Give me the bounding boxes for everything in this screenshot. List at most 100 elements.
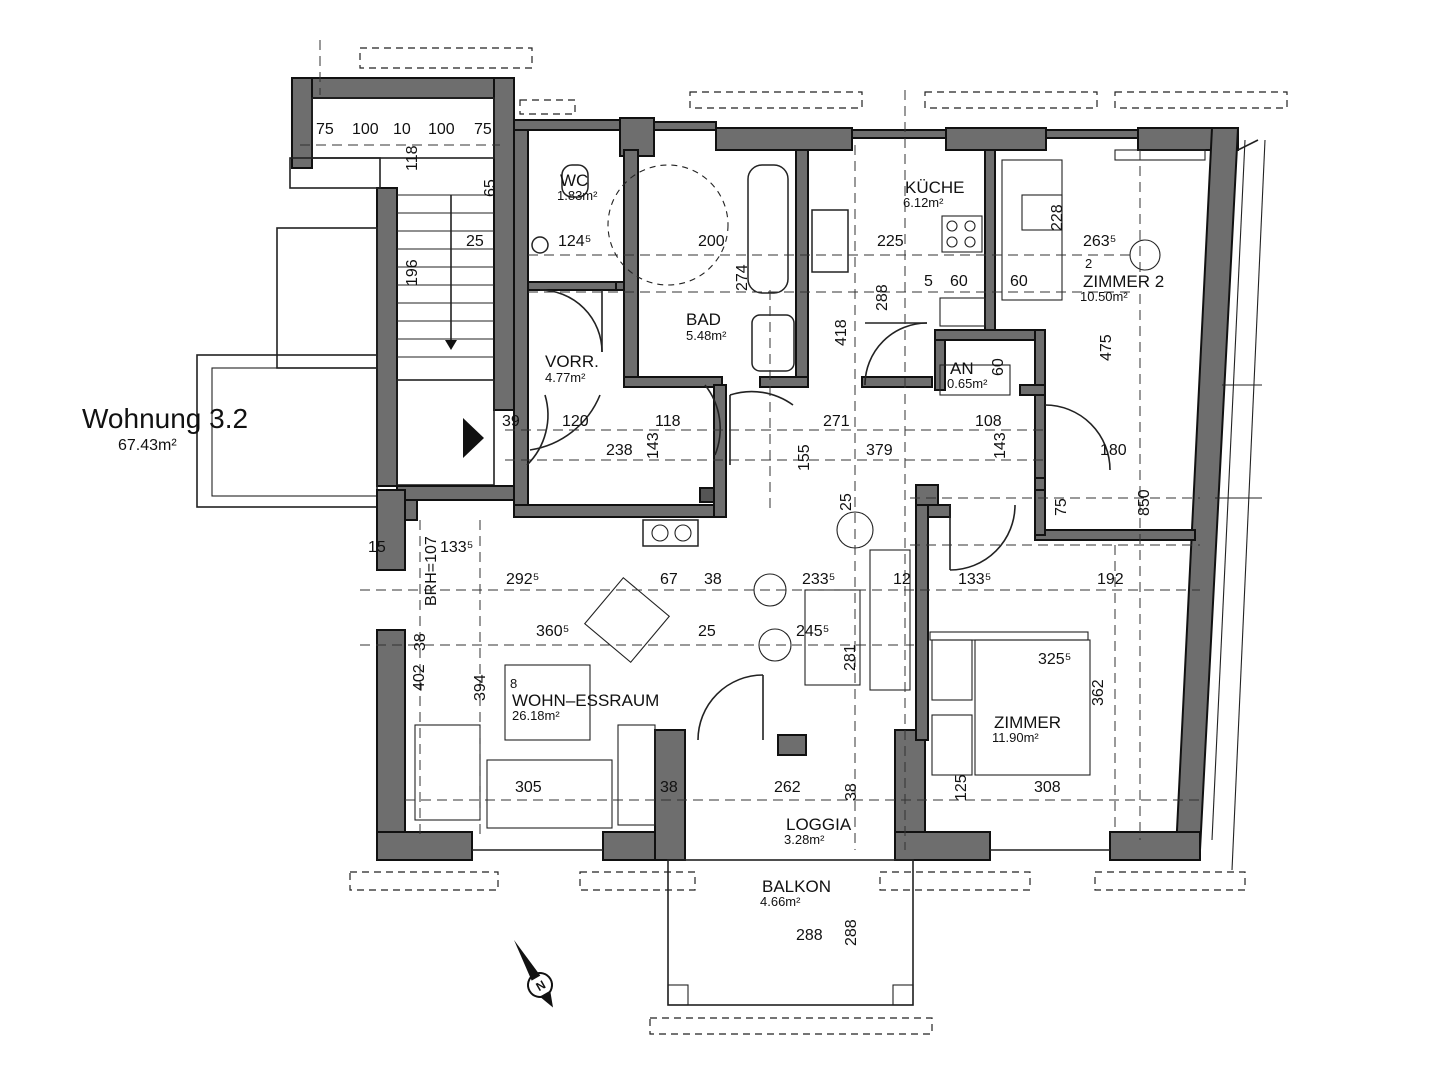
bed	[974, 639, 1091, 776]
dim-39: 39	[502, 413, 520, 430]
room-loggia-name: LOGGIA	[786, 815, 852, 834]
dim-200: 200	[698, 233, 725, 250]
dim-38c: 38	[660, 779, 678, 796]
dim-262: 262	[774, 779, 801, 796]
dim-228: 228	[1049, 204, 1066, 231]
dim-38a: 38	[704, 571, 722, 588]
dim-60a: 60	[950, 273, 968, 290]
dining-table	[583, 576, 671, 664]
room-bad-name: BAD	[686, 310, 721, 329]
dim-288b: 288	[796, 927, 823, 944]
dim-3605: 360⁵	[536, 623, 569, 640]
room-zimmer-name: ZIMMER	[994, 713, 1061, 732]
dim-65: 65	[482, 179, 499, 197]
room-wc-name: WC	[560, 171, 588, 190]
room-wohn-name: WOHN–ESSRAUM	[512, 691, 659, 710]
dim-288a: 288	[874, 284, 891, 311]
dim-125: 125	[953, 774, 970, 801]
dim-180: 180	[1100, 442, 1127, 459]
dim-238: 238	[606, 442, 633, 459]
dim-281: 281	[842, 644, 859, 671]
room-zimmer2-index: 2	[1085, 256, 1092, 271]
dim-2455: 245⁵	[796, 623, 829, 640]
dim-stair-2: 10	[393, 121, 411, 138]
dim-1335b: 133⁵	[958, 571, 991, 588]
room-balkon-area: 4.66m²	[760, 894, 801, 909]
room-an-area: 0.65m²	[947, 376, 988, 391]
room-vorr-area: 4.77m²	[545, 370, 586, 385]
dim-5: 5	[924, 273, 933, 290]
dim-362: 362	[1090, 679, 1107, 706]
balcony-outline	[667, 859, 914, 1006]
stair-steps	[397, 194, 494, 358]
dim-60c: 60	[990, 358, 1007, 376]
dim-305: 305	[515, 779, 542, 796]
dim-107: BRH=107	[423, 536, 440, 606]
north-arrow-icon: N	[514, 939, 553, 1008]
dim-25b: 25	[838, 493, 855, 511]
room-kueche-name: KÜCHE	[905, 178, 965, 197]
dim-60b: 60	[1010, 273, 1028, 290]
dim-25c: 25	[698, 623, 716, 640]
dim-271: 271	[823, 413, 850, 430]
exterior-walls	[376, 117, 1266, 871]
fixtures	[414, 149, 1206, 1006]
dim-402: 402	[411, 664, 428, 691]
dim-2335: 233⁵	[802, 571, 835, 588]
dim-379: 379	[866, 442, 893, 459]
stair-core	[196, 77, 515, 508]
room-an-name: AN	[950, 359, 974, 378]
dim-225: 225	[877, 233, 904, 250]
dim-75: 75	[1053, 498, 1070, 516]
room-wc-area: 1.83m²	[557, 188, 598, 203]
room-loggia-area: 3.28m²	[784, 832, 825, 847]
wc-bowl	[531, 236, 549, 254]
interior-walls	[513, 129, 1196, 741]
room-bad-area: 5.48m²	[686, 328, 727, 343]
room-zimmer2-area: 10.50m²	[1080, 289, 1128, 304]
dim-308: 308	[1034, 779, 1061, 796]
dim-3255: 325⁵	[1038, 651, 1071, 668]
dim-118: 118	[404, 145, 421, 171]
dim-394: 394	[472, 674, 489, 701]
dim-1245: 124⁵	[558, 233, 591, 250]
bathtub	[747, 164, 789, 294]
room-wohn-area: 26.18m²	[512, 708, 560, 723]
dim-25a: 25	[466, 233, 484, 250]
dim-155: 155	[796, 444, 813, 471]
stove	[642, 519, 699, 547]
window-markers	[349, 47, 1288, 1035]
unit-name: Wohnung 3.2	[82, 403, 248, 434]
dim-418: 418	[833, 319, 850, 346]
dim-15: 15	[368, 539, 386, 556]
room-zimmer2-name: ZIMMER 2	[1083, 272, 1164, 291]
unit-area: 67.43m²	[118, 437, 177, 454]
dim-stair-0: 75	[316, 121, 334, 138]
dim-2635: 263⁵	[1083, 233, 1116, 250]
dim-192: 192	[1097, 571, 1124, 588]
dim-288c: 288	[843, 919, 860, 946]
room-balkon-name: BALKON	[762, 877, 831, 896]
dim-38d: 38	[843, 783, 860, 801]
dimension-texts: 75 100 10 100 75 118 65 25 196 124⁵ 200 …	[316, 121, 1153, 946]
dim-143a: 143	[645, 432, 662, 459]
entrance-arrow-icon	[463, 418, 484, 458]
dim-67: 67	[660, 571, 678, 588]
kitchen-sink	[811, 209, 849, 273]
dim-143b: 143	[992, 432, 1009, 459]
dim-2925: 292⁵	[506, 571, 539, 588]
room-zimmer-area: 11.90m²	[992, 730, 1039, 745]
dim-274: 274	[734, 264, 751, 291]
room-vorr-name: VORR.	[545, 352, 599, 371]
room-kueche-area: 6.12m²	[903, 195, 944, 210]
dim-stair-1: 100	[352, 121, 379, 138]
dim-850: 850	[1136, 489, 1153, 516]
dim-108: 108	[975, 413, 1002, 430]
dim-475: 475	[1098, 334, 1115, 361]
dim-stair-4: 75	[474, 121, 492, 138]
dim-stair-3: 100	[428, 121, 455, 138]
dimension-lines	[300, 40, 1200, 850]
dim-120: 120	[562, 413, 589, 430]
bath-sink	[751, 314, 795, 372]
